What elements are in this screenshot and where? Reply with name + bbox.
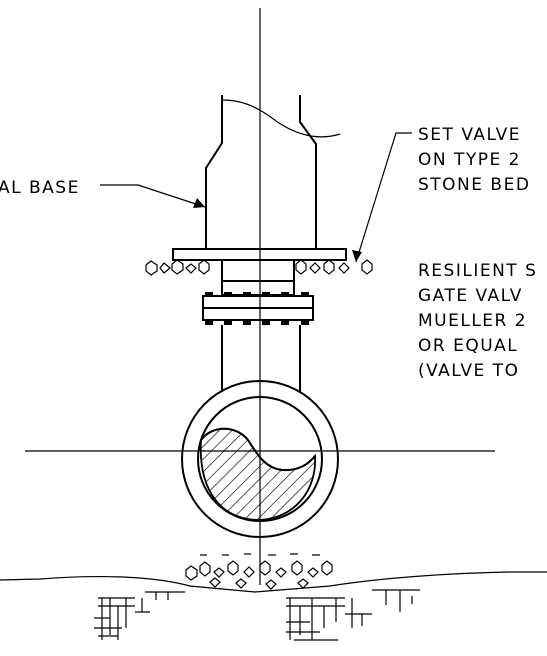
leader-stone-bed: [352, 132, 412, 263]
note-valve-spec: RESILIENT S GATE VALV MUELLER 2 OR EQUAL…: [418, 261, 537, 381]
stone-bed-upper: [145, 259, 373, 276]
svg-text:STONE BED: STONE BED: [418, 175, 530, 195]
leader-base: [100, 184, 206, 208]
stone-bed-lower: [185, 553, 333, 590]
pipe-inner: [197, 396, 323, 522]
note-set-valve: SET VALVE ON TYPE 2 STONE BED: [418, 125, 530, 195]
svg-text:OR EQUAL: OR EQUAL: [418, 336, 518, 356]
svg-text:GATE VALV: GATE VALV: [418, 286, 523, 306]
svg-text:(VALVE TO: (VALVE TO: [418, 361, 519, 381]
valve-disc: [199, 427, 316, 521]
label-base: AL BASE: [0, 178, 80, 198]
svg-text:MUELLER 2: MUELLER 2: [418, 311, 527, 331]
svg-text:SET VALVE: SET VALVE: [418, 125, 521, 145]
earth-symbol-right: [286, 589, 420, 641]
base-plate: [172, 248, 347, 261]
pipe-outer: [181, 380, 339, 538]
valve-neck: [221, 260, 295, 296]
valve-box-column: [205, 95, 341, 248]
valve-flange: [202, 292, 314, 325]
ground-line: [0, 571, 547, 593]
svg-text:RESILIENT S: RESILIENT S: [418, 261, 537, 281]
valve-body: [221, 325, 301, 392]
svg-text:ON TYPE 2: ON TYPE 2: [418, 150, 521, 170]
earth-symbol-left: [94, 591, 185, 640]
